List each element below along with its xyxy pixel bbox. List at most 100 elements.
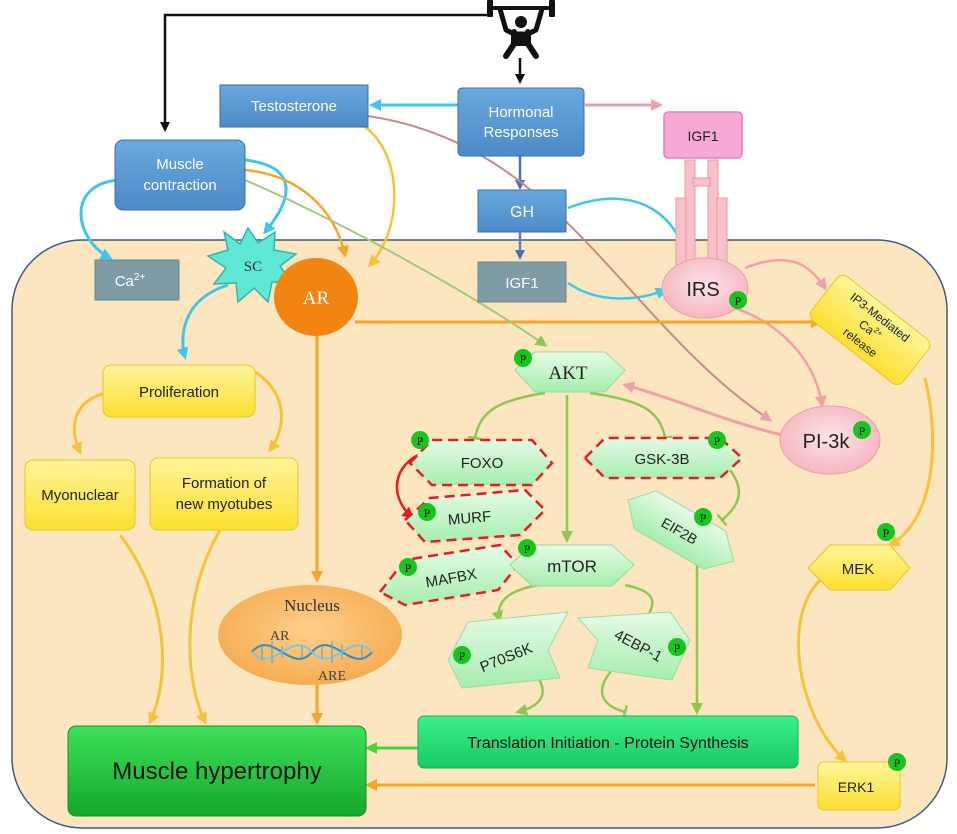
- phosphate-badge-icon: P: [453, 646, 471, 664]
- eif2b-node: EIF2B: [627, 490, 735, 570]
- sc-label: SC: [244, 259, 262, 275]
- phospho-badges: P P P P P P P P P P P P P: [399, 291, 906, 771]
- svg-text:P: P: [424, 506, 431, 520]
- dna-are-label: ARE: [318, 669, 346, 684]
- inhibit-akt-foxo: [467, 391, 546, 441]
- arrow-exercise-to-contraction: [160, 13, 487, 132]
- contraction-label-line1: Muscle: [156, 156, 204, 173]
- svg-text:P: P: [417, 434, 424, 448]
- svg-text:P: P: [520, 352, 527, 366]
- murf-node: MURF: [403, 488, 547, 544]
- arrow-proliferation-to-myotubes: [254, 370, 283, 453]
- arrow-irs-to-pi3k: [724, 303, 827, 408]
- arrow-mtor-to-p70s6k: [491, 583, 541, 623]
- dna-ar-label: AR: [270, 629, 290, 644]
- erk1-node: ERK1: [817, 761, 901, 811]
- dna-helix-icon: [251, 641, 373, 663]
- translation-label: Translation Initiation - Protein Synthes…: [467, 735, 748, 752]
- phosphate-badge-icon: P: [694, 508, 712, 526]
- hypertrophy-node: Muscle hypertrophy: [67, 725, 367, 817]
- igf1-receptor-label: IGF1: [687, 128, 718, 144]
- phosphate-badge-icon: P: [418, 503, 436, 521]
- contraction-label-line2: contraction: [143, 177, 216, 194]
- hormonal-responses-node: Hormonal Responses: [457, 87, 585, 157]
- arrow-contraction-to-sc: [244, 158, 288, 235]
- igf1-node: IGF1: [477, 261, 567, 303]
- arrow-mek-to-erk1: [797, 578, 848, 762]
- svg-text:P: P: [859, 424, 866, 438]
- phosphate-badge-icon: P: [399, 558, 417, 576]
- svg-text:P: P: [883, 526, 890, 540]
- myotubes-label-line2: new myotubes: [176, 496, 273, 513]
- phosphate-badge-icon: P: [518, 539, 536, 557]
- mafbx-node: MAFBX: [378, 543, 520, 607]
- foxo-label: FOXO: [461, 455, 504, 472]
- muscle-contraction-node: Muscle contraction: [114, 139, 246, 211]
- phosphate-badge-icon: P: [708, 431, 726, 449]
- mtor-node: mTOR: [509, 544, 635, 587]
- satellite-cell-node: SC: [206, 226, 298, 304]
- arrow-proliferation-to-myonuclear: [70, 390, 111, 455]
- mtor-label: mTOR: [547, 557, 597, 576]
- phosphate-badge-icon: P: [411, 431, 429, 449]
- phosphate-badge-icon: P: [853, 421, 871, 439]
- nucleus-label: Nucleus: [284, 596, 340, 615]
- phosphate-badge-icon: P: [514, 349, 532, 367]
- arrow-pi3k-to-akt: [622, 381, 783, 437]
- svg-text:P: P: [405, 561, 412, 575]
- weightlifter-icon: [487, 0, 555, 59]
- arrow-sc-to-proliferation: [176, 283, 229, 360]
- igf1-label: IGF1: [505, 275, 538, 292]
- svg-text:Ca2+: Ca2+: [115, 272, 146, 290]
- androgen-receptor-node: AR: [274, 258, 358, 336]
- arrow-foxo-to-murf: [395, 453, 419, 519]
- phosphate-badge-icon: P: [888, 753, 906, 771]
- myonuclear-label: Myonuclear: [41, 487, 119, 504]
- 4ebp1-node: 4EBP-1: [576, 611, 691, 681]
- calcium-charge: 2+: [134, 272, 146, 283]
- hormonal-label-line1: Hormonal: [488, 104, 553, 121]
- irs-label: IRS: [686, 279, 719, 301]
- pi3k-node: PI-3k: [779, 405, 881, 475]
- svg-text:P: P: [524, 542, 531, 556]
- mek-label: MEK: [842, 561, 875, 578]
- arrow-ip3-to-mek: [887, 377, 935, 547]
- akt-label: AKT: [548, 363, 587, 384]
- gsk3b-label: GSK-3B: [634, 451, 689, 468]
- svg-text:P: P: [674, 641, 681, 655]
- phosphate-badge-icon: P: [729, 291, 747, 309]
- arrow-testosterone-to-pi3k: [359, 114, 773, 422]
- svg-text:P: P: [735, 294, 742, 308]
- arrow-contraction-to-akt: [244, 179, 548, 347]
- nucleus-node: Nucleus AR ARE: [218, 585, 402, 685]
- igf1-receptor: IGF1: [663, 111, 743, 266]
- testosterone-label: Testosterone: [251, 98, 337, 115]
- foxo-node: FOXO: [408, 438, 554, 487]
- proliferation-node: Proliferation: [102, 364, 256, 418]
- inhibit-gsk3b-eif2b: [716, 469, 741, 527]
- arrow-contraction-to-ar: [244, 168, 349, 258]
- myotubes-label-line1: Formation of: [182, 475, 267, 492]
- hypertrophy-label: Muscle hypertrophy: [112, 758, 321, 785]
- gsk3b-node: GSK-3B: [583, 436, 744, 480]
- testosterone-node: Testosterone: [219, 84, 369, 128]
- pi3k-label: PI-3k: [803, 431, 851, 453]
- murf-label: MURF: [447, 508, 492, 529]
- arrow-igf1-to-irs: [567, 281, 668, 300]
- arrow-irs-to-ip3: [744, 258, 827, 291]
- mek-node: MEK: [807, 544, 911, 591]
- svg-text:P: P: [894, 756, 901, 770]
- ar-label: AR: [303, 288, 330, 309]
- gh-node: GH: [477, 189, 567, 233]
- proliferation-label: Proliferation: [139, 384, 219, 401]
- phosphate-badge-icon: P: [668, 638, 686, 656]
- p70s6k-node: P70S6K: [447, 611, 569, 689]
- translation-node: Translation Initiation - Protein Synthes…: [417, 715, 799, 769]
- arrow-myotubes-to-hypertrophy: [188, 529, 222, 725]
- gh-label: GH: [510, 204, 534, 221]
- svg-text:P: P: [700, 511, 707, 525]
- erk1-label: ERK1: [838, 779, 875, 795]
- new-myotubes-node: Formation of new myotubes: [149, 457, 299, 531]
- phosphate-badge-icon: P: [877, 523, 895, 541]
- calcium-label: Ca: [115, 273, 135, 290]
